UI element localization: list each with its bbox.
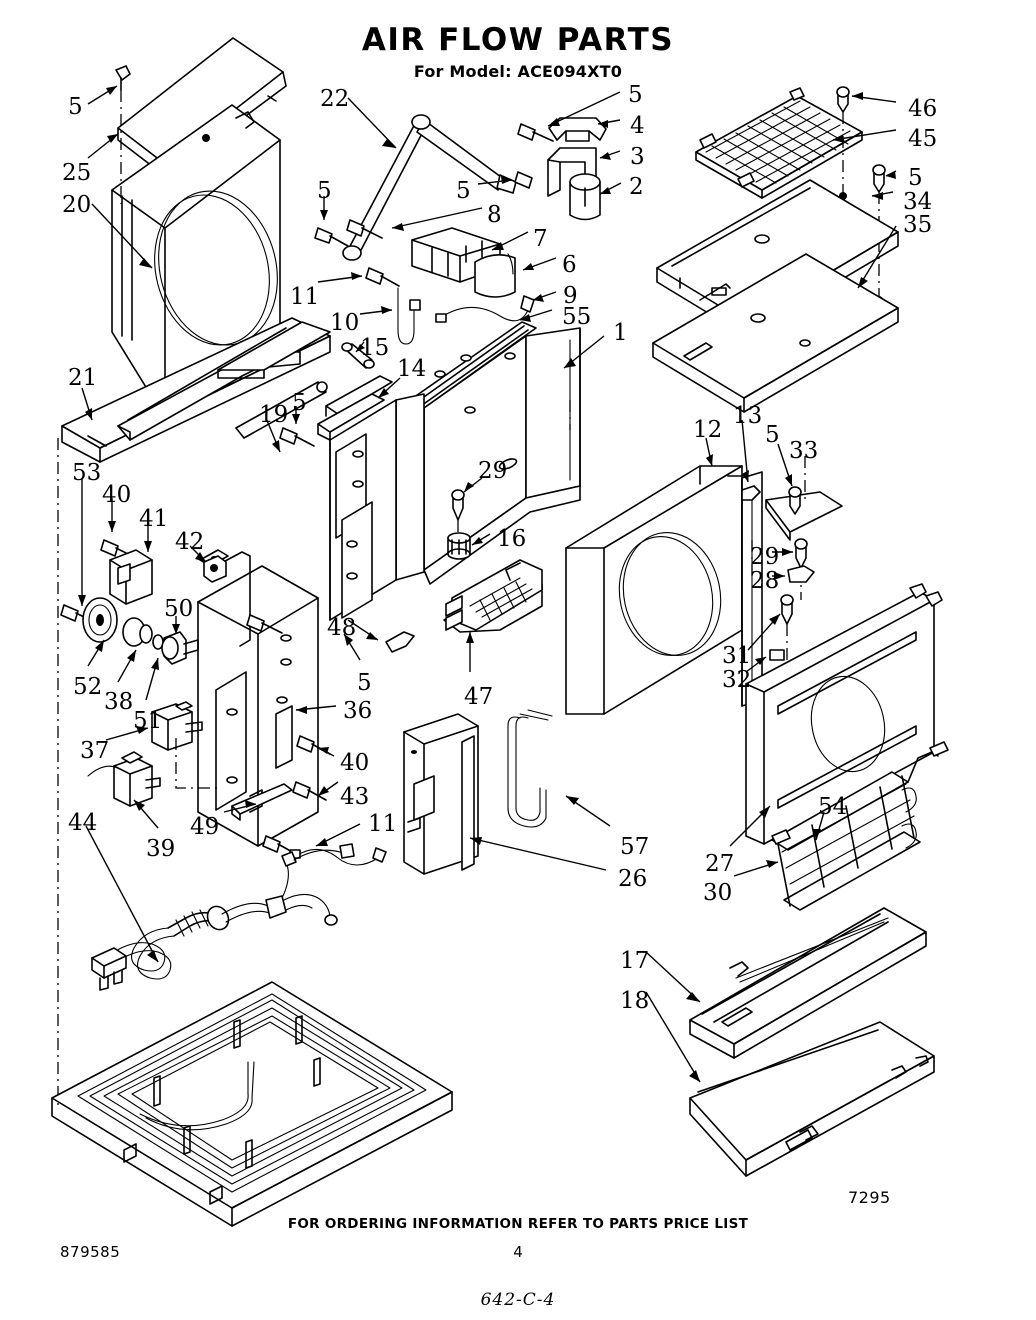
callout-40: 40: [102, 482, 132, 508]
callout-55: 55: [562, 304, 592, 330]
callout-51: 51: [133, 708, 163, 734]
callout-35: 35: [903, 212, 933, 238]
callout-5c: 5: [317, 178, 332, 204]
callout-5d: 5: [456, 178, 471, 204]
callout-3: 3: [630, 144, 645, 170]
callout-44: 44: [68, 810, 98, 836]
callout-52: 52: [73, 674, 103, 700]
part-fan-scroll: [565, 419, 843, 715]
callout-8: 8: [487, 202, 502, 228]
date-code: 7295: [848, 1188, 891, 1207]
part-condenser-frame: [729, 583, 943, 847]
callout-14: 14: [397, 356, 427, 382]
part-access-panel: [403, 709, 611, 875]
part-base-pan: [51, 981, 453, 1227]
callout-28: 28: [750, 568, 780, 594]
page-title: AIR FLOW PARTS: [361, 22, 675, 58]
part-trays: [645, 907, 935, 1177]
callout-27: 27: [705, 851, 735, 877]
callout-5b: 5: [628, 82, 643, 108]
callout-18: 18: [620, 988, 650, 1014]
callout-5g: 5: [765, 422, 780, 448]
callout-53: 53: [72, 460, 102, 486]
callout-42: 42: [175, 529, 205, 555]
callout-29: 29: [478, 458, 508, 484]
part-small-hardware: [317, 267, 557, 369]
callout-15: 15: [360, 335, 390, 361]
callout-47: 47: [464, 684, 494, 710]
callout-54: 54: [818, 794, 848, 820]
callout-17: 17: [620, 948, 650, 974]
handwritten-code: 642-C-4: [480, 1290, 556, 1310]
callout-30: 30: [703, 880, 733, 906]
callout-38: 38: [104, 689, 134, 715]
part-switches: [87, 701, 220, 829]
callout-39: 39: [146, 836, 176, 862]
callout-20: 20: [62, 192, 92, 218]
callout-12: 12: [693, 417, 723, 443]
callout-49: 49: [190, 814, 220, 840]
callout-5f: 5: [292, 390, 307, 416]
callout-46: 46: [908, 96, 938, 122]
callout-2: 2: [629, 174, 644, 200]
callout-33: 33: [789, 438, 819, 464]
callout-5: 5: [68, 94, 83, 120]
callout-29b: 29: [750, 544, 780, 570]
callout-32: 32: [722, 667, 752, 693]
callout-31: 31: [722, 643, 752, 669]
callout-4: 4: [630, 113, 645, 139]
callout-16: 16: [497, 526, 527, 552]
part-brackets-capacitor: [517, 91, 622, 221]
callout-10: 10: [330, 310, 360, 336]
callout-6: 6: [562, 252, 577, 278]
callout-43: 43: [340, 784, 370, 810]
callout-57: 57: [620, 834, 650, 860]
callout-5h: 5: [357, 670, 372, 696]
part-grille-panels: [652, 86, 899, 413]
document-number: 879585: [60, 1243, 121, 1261]
callout-9: 9: [563, 283, 578, 309]
callout-13: 13: [733, 403, 763, 429]
callout-48: 48: [327, 615, 357, 641]
callout-1: 1: [613, 320, 628, 346]
callout-19: 19: [259, 402, 289, 428]
page-number: 4: [513, 1243, 523, 1261]
part-condenser-coil: [733, 741, 949, 911]
callout-26: 26: [618, 866, 648, 892]
callout-36: 36: [343, 698, 373, 724]
part-connector-block: [347, 559, 543, 672]
callout-37: 37: [80, 738, 110, 764]
part-fan-shroud: [87, 37, 287, 419]
callout-40b: 40: [340, 750, 370, 776]
part-front-frame: [57, 317, 393, 1110]
part-power-cord: [85, 825, 355, 991]
callout-21: 21: [68, 365, 98, 391]
callout-50: 50: [164, 596, 194, 622]
callout-11b: 11: [368, 811, 398, 837]
part-control-assembly: [197, 549, 387, 866]
model-subtitle: For Model: ACE094XT0: [413, 62, 623, 81]
callout-41: 41: [139, 506, 169, 532]
part-terminal-blocks: [346, 207, 557, 298]
callout-45: 45: [908, 126, 938, 152]
callout-7: 7: [533, 226, 548, 252]
part-fan-hub: [60, 478, 227, 701]
part-damper-lever: [314, 97, 533, 261]
callout-22: 22: [320, 86, 350, 112]
callout-25: 25: [62, 160, 92, 186]
ordering-information-note: FOR ORDERING INFORMATION REFER TO PARTS …: [287, 1216, 749, 1232]
callout-5e: 5: [908, 165, 923, 191]
part-main-chassis: [329, 321, 605, 621]
callout-34: 34: [903, 189, 933, 215]
callout-11: 11: [290, 284, 320, 310]
